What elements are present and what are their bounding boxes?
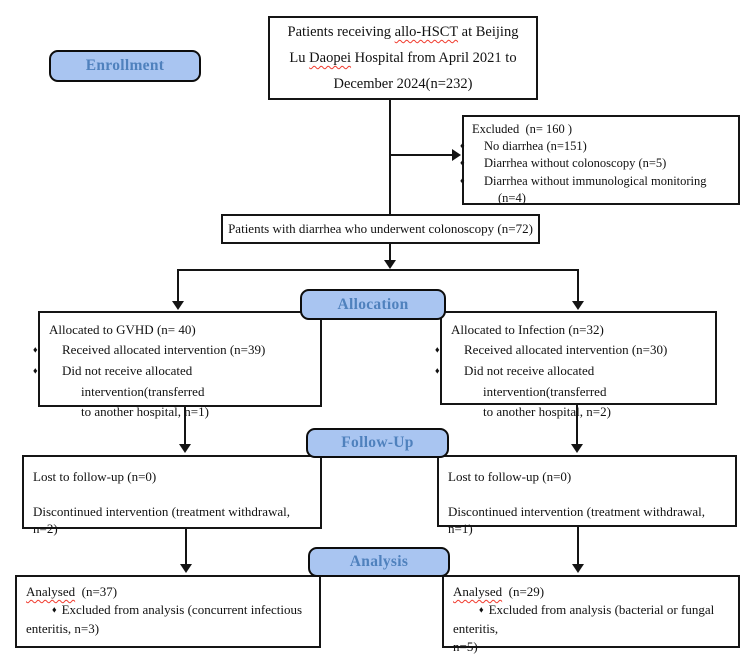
- bullet-icon: ♦: [435, 344, 440, 355]
- arrowhead-down-icon: [572, 301, 584, 310]
- spacer: [448, 485, 727, 503]
- misspelled-word: Analysed: [26, 584, 76, 599]
- bullet-icon: ♦: [460, 157, 465, 168]
- bullet-icon: ♦: [460, 175, 465, 185]
- arrowhead-down-icon: [571, 444, 583, 453]
- excluded-item: ♦No diarrhea (n=151): [460, 138, 587, 153]
- gvhd-analysis-bullet: ♦Excluded from analysis (concurrent infe…: [26, 602, 303, 636]
- gvhd-analysis-title: Analysed (n=37): [26, 584, 118, 599]
- excluded-item: ♦Diarrhea without colonoscopy (n=5): [460, 156, 667, 170]
- excluded-item: ♦Diarrhea without immunological monitori…: [460, 173, 707, 206]
- arrowhead-right-icon: [452, 149, 461, 161]
- infection-followup-line2: Discontinued intervention (treatment wit…: [448, 504, 706, 536]
- allocation-badge: Allocation: [300, 289, 446, 320]
- infection-allocation-bullet: ♦Did not receive allocated intervention(…: [435, 361, 707, 422]
- spacer: [33, 485, 312, 503]
- misspelled-word: Analysed: [453, 584, 503, 599]
- enrollment-badge: Enrollment: [49, 50, 201, 82]
- analysis-badge-label: Analysis: [349, 553, 409, 570]
- split-to-gvhd-line: [177, 270, 179, 301]
- population-line-3: December 2024(n=232): [333, 76, 473, 92]
- arrowhead-down-icon: [172, 301, 184, 310]
- gvhd-allocation-box: Allocated to GVHD (n= 40) ♦Received allo…: [33, 311, 322, 419]
- gvhd-to-followup-line: [184, 407, 186, 445]
- arrowhead-down-icon: [180, 564, 192, 573]
- misspelled-word: Daopei: [309, 50, 352, 66]
- colonoscopy-text: Patients with diarrhea who underwent col…: [228, 221, 533, 236]
- enrollment-badge-label: Enrollment: [85, 57, 165, 74]
- bullet-icon: ♦: [479, 604, 484, 615]
- colonoscopy-box: Patients with diarrhea who underwent col…: [221, 214, 540, 244]
- infection-allocation-title: Allocated to Infection (n=32): [451, 322, 604, 337]
- excluded-title: Excluded (n= 160 ): [472, 122, 573, 136]
- infection-analysis-box: Analysed (n=29) ♦Excluded from analysis …: [442, 575, 740, 654]
- gvhd-followup-line1: Lost to follow-up (n=0): [33, 469, 157, 484]
- gvhd-analysis-box: Analysed (n=37) ♦Excluded from analysis …: [15, 575, 321, 648]
- arrowhead-down-icon: [384, 260, 396, 269]
- bullet-icon: ♦: [435, 365, 440, 376]
- bullet-icon: ♦: [33, 344, 38, 355]
- arrowhead-down-icon: [179, 444, 191, 453]
- infection-followup-line1: Lost to follow-up (n=0): [448, 469, 572, 484]
- analysis-badge: Analysis: [308, 547, 450, 577]
- gvhd-followup-line2: Discontinued intervention (treatment wit…: [33, 504, 291, 536]
- population-line-1: Patients receiving allo-HSCT at Beijing: [287, 24, 519, 40]
- arrowhead-down-icon: [572, 564, 584, 573]
- misspelled-word: allo-HSCT: [394, 24, 459, 40]
- split-to-infection-line: [577, 270, 579, 301]
- colonoscopy-to-split-line: [389, 244, 391, 262]
- bullet-icon: ♦: [460, 140, 465, 150]
- excluded-box: Excluded (n= 160 ) ♦No diarrhea (n=151) …: [460, 115, 740, 206]
- population-line-2: Lu Daopei Hospital from April 2021 to: [289, 50, 517, 66]
- allocation-badge-label: Allocation: [337, 295, 409, 313]
- gvhd-allocation-title: Allocated to GVHD (n= 40): [49, 322, 196, 337]
- excluded-branch-line: [390, 154, 453, 156]
- gvhd-to-analysis-line: [185, 529, 187, 565]
- infection-followup-box: Lost to follow-up (n=0) Discontinued int…: [437, 455, 737, 536]
- infection-to-analysis-line: [577, 527, 579, 565]
- enrollment-population-box: Patients receiving allo-HSCT at Beijing …: [268, 16, 538, 100]
- gvhd-followup-box: Lost to follow-up (n=0) Discontinued int…: [22, 455, 322, 536]
- top-to-colonoscopy-line: [389, 100, 391, 214]
- bullet-icon: ♦: [33, 365, 38, 376]
- infection-allocation-box: Allocated to Infection (n=32) ♦Received …: [435, 311, 717, 419]
- gvhd-allocation-bullet: ♦Did not receive allocated intervention(…: [33, 361, 312, 422]
- bullet-icon: ♦: [52, 604, 57, 615]
- followup-badge: Follow-Up: [306, 428, 449, 458]
- followup-badge-label: Follow-Up: [341, 434, 414, 451]
- gvhd-allocation-bullet: ♦Received allocated intervention (n=39): [33, 340, 312, 361]
- infection-analysis-bullet: ♦Excluded from analysis (bacterial or fu…: [453, 602, 715, 654]
- infection-allocation-bullet: ♦Received allocated intervention (n=30): [435, 340, 707, 361]
- infection-analysis-title: Analysed (n=29): [453, 584, 545, 599]
- infection-to-followup-line: [576, 405, 578, 445]
- allocation-split-line: [177, 269, 579, 271]
